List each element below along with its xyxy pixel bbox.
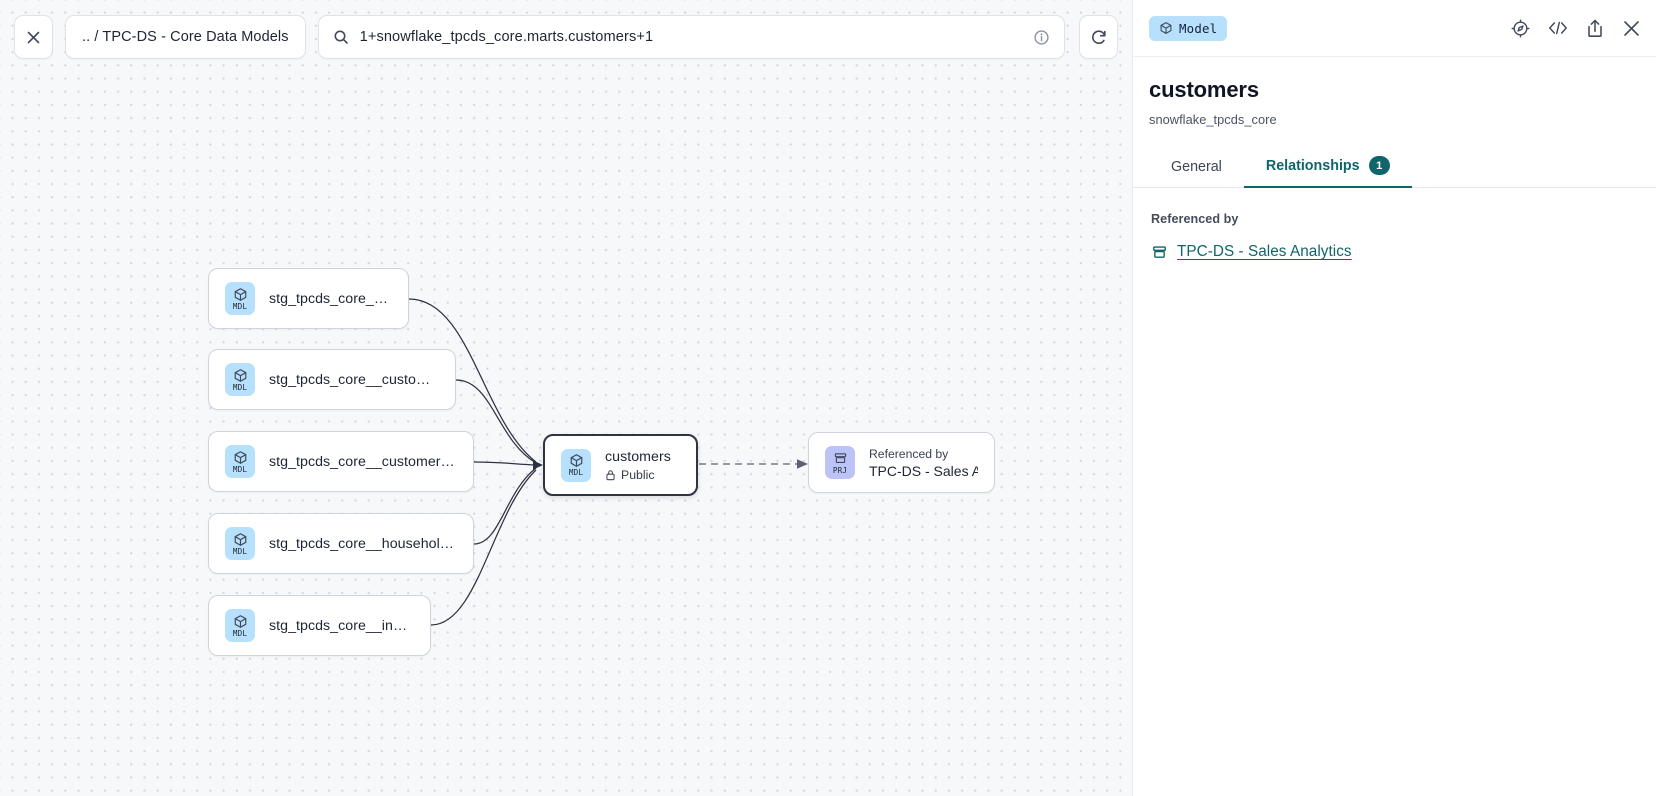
explore-button[interactable]	[1510, 18, 1531, 39]
tab-label: General	[1171, 159, 1222, 175]
node-label: customers	[605, 448, 671, 465]
panel-title-block: customers snowflake_tpcds_core	[1133, 57, 1656, 127]
close-icon	[27, 31, 40, 43]
lineage-node-project[interactable]: PRJ Referenced by TPC-DS - Sales Analyti…	[808, 432, 995, 493]
code-button[interactable]	[1547, 18, 1569, 38]
node-access-label: Public	[621, 467, 655, 482]
node-text: stg_tpcds_core__customer_address	[269, 372, 439, 388]
search-input[interactable]: 1+snowflake_tpcds_core.marts.customers+1	[359, 29, 654, 45]
node-text: customers Public	[605, 449, 671, 482]
reference-link[interactable]: TPC-DS - Sales Analytics	[1177, 243, 1352, 260]
node-label: stg_tpcds_core__customer_address	[269, 371, 439, 388]
lineage-node[interactable]: MDL stg_tpcds_core__income_band	[208, 595, 431, 656]
lineage-canvas[interactable]: .. / TPC-DS - Core Data Models 1+snowfla…	[0, 0, 1132, 796]
edge-arrow-in	[533, 460, 543, 470]
node-kicker: Referenced by	[869, 446, 949, 461]
section-label: Referenced by	[1151, 212, 1239, 226]
cube-icon	[234, 287, 246, 301]
breadcrumb-label: .. / TPC-DS - Core Data Models	[82, 29, 289, 45]
info-icon[interactable]	[1033, 29, 1050, 46]
breadcrumb[interactable]: .. / TPC-DS - Core Data Models	[65, 15, 306, 59]
lineage-node-selected[interactable]: MDL customers Public	[543, 434, 698, 496]
project-icon	[834, 452, 846, 463]
project-badge: PRJ	[825, 446, 855, 479]
cube-icon	[234, 450, 246, 464]
node-label: TPC-DS - Sales Analytics	[869, 462, 978, 479]
cube-icon	[570, 454, 582, 467]
lineage-node[interactable]: MDL stg_tpcds_core__household_demogr…	[208, 513, 474, 574]
canvas-toolbar: .. / TPC-DS - Core Data Models 1+snowfla…	[0, 0, 1132, 74]
badge-label: PRJ	[832, 465, 848, 475]
badge-label: MDL	[232, 382, 248, 392]
panel-header: Model	[1133, 0, 1656, 57]
cube-icon	[1160, 22, 1172, 34]
entity-subtitle: snowflake_tpcds_core	[1149, 112, 1277, 127]
panel-tabs: General Relationships 1	[1133, 148, 1656, 188]
badge-label: MDL	[232, 546, 248, 556]
tab-label: Relationships	[1265, 157, 1360, 174]
edge-arrow-out	[797, 459, 808, 469]
tab-general[interactable]: General	[1149, 151, 1244, 188]
share-icon	[1588, 19, 1602, 37]
refresh-button[interactable]	[1079, 15, 1118, 59]
node-text: stg_tpcds_core__customer_demogra…	[269, 454, 457, 470]
badge-label: MDL	[232, 301, 248, 311]
reference-list: TPC-DS - Sales Analytics	[1151, 243, 1640, 261]
cube-icon	[234, 614, 246, 628]
model-badge: MDL	[225, 282, 255, 315]
refresh-icon	[1091, 30, 1106, 44]
close-icon	[1624, 20, 1639, 36]
tab-count-badge: 1	[1368, 156, 1390, 175]
model-badge: MDL	[225, 445, 255, 478]
model-badge: MDL	[225, 363, 255, 396]
project-icon	[1153, 245, 1166, 258]
close-lineage-button[interactable]	[14, 15, 53, 59]
node-label: stg_tpcds_core__customer_demogra…	[269, 453, 457, 470]
lineage-node[interactable]: MDL stg_tpcds_core__customer	[208, 268, 409, 329]
lineage-search[interactable]: 1+snowflake_tpcds_core.marts.customers+1	[317, 15, 1065, 59]
node-label: stg_tpcds_core__household_demogr…	[269, 535, 457, 552]
cube-icon	[234, 368, 246, 382]
panel-actions	[1510, 18, 1642, 39]
node-text: stg_tpcds_core__customer	[269, 291, 392, 307]
node-text: Referenced by TPC-DS - Sales Analytics	[869, 447, 978, 479]
node-label: stg_tpcds_core__income_band	[269, 617, 414, 634]
badge-label: MDL	[232, 628, 248, 638]
lineage-graph: MDL stg_tpcds_core__customer MDL stg_tpc…	[208, 268, 995, 656]
entity-type-badge: Model	[1149, 15, 1228, 41]
details-panel: Model	[1132, 0, 1656, 796]
page-title: customers	[1149, 77, 1259, 102]
lineage-node[interactable]: MDL stg_tpcds_core__customer_demogra…	[208, 431, 474, 492]
badge-label: MDL	[232, 464, 248, 474]
explore-icon	[1511, 19, 1530, 37]
node-access: Public	[605, 468, 671, 482]
search-icon	[334, 30, 348, 44]
badge-label: MDL	[568, 468, 584, 477]
panel-body: Referenced by TPC-DS - Sales Analytics	[1133, 188, 1656, 796]
entity-type-label: Model	[1179, 20, 1218, 36]
lineage-edges	[408, 298, 808, 626]
list-item[interactable]: TPC-DS - Sales Analytics	[1151, 243, 1640, 261]
code-icon	[1549, 21, 1567, 35]
model-badge: MDL	[225, 609, 255, 642]
close-panel-button[interactable]	[1621, 18, 1642, 39]
lock-icon	[606, 469, 615, 480]
model-badge: MDL	[561, 448, 591, 482]
share-button[interactable]	[1585, 18, 1605, 39]
tab-relationships[interactable]: Relationships 1	[1243, 148, 1412, 188]
cube-icon	[234, 532, 246, 546]
model-badge: MDL	[225, 527, 255, 560]
node-text: stg_tpcds_core__household_demogr…	[269, 536, 457, 552]
node-label: stg_tpcds_core__customer	[269, 290, 392, 307]
node-text: stg_tpcds_core__income_band	[269, 618, 414, 634]
lineage-node[interactable]: MDL stg_tpcds_core__customer_address	[208, 349, 456, 410]
